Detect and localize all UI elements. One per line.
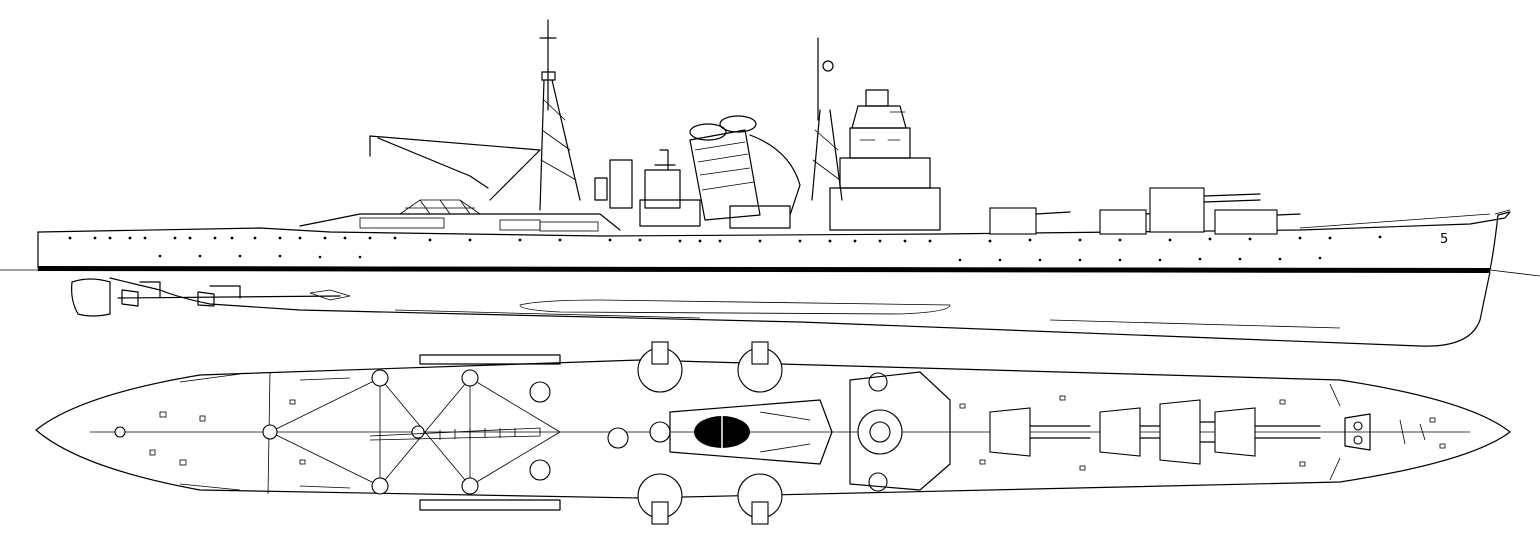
turret-no4 [1214,209,1301,235]
funnel-plan [669,399,833,465]
deck-trusses [269,377,561,489]
portholes-lower [158,254,1322,262]
underwater-line [394,309,1341,329]
bow-deck [1299,209,1511,229]
portholes-upper [68,235,1382,243]
plan-hull-outline [35,359,1511,499]
plan-turret-no2 [1099,407,1161,457]
aircraft-rail [369,427,541,441]
secondary-sponsons [637,341,783,525]
rudder [71,278,111,317]
foremast [811,37,843,201]
turret-no1 [989,207,1071,235]
propeller-shafts [117,281,351,307]
crane [369,135,541,201]
deck-truss [399,199,481,215]
bridge-plan [849,371,951,491]
plan-turret-no4 [1214,407,1321,457]
waterline-right [1489,269,1540,277]
hull-number-mark: 5 [1440,232,1448,247]
catapults [419,354,561,511]
plan-view [35,341,1511,525]
midship-structures [594,149,791,229]
profile-view: 5 [0,19,1540,347]
breakwater [1329,383,1341,481]
turret-no3 [1149,187,1261,233]
truss-nodes [114,369,479,495]
plan-turret-no1 [989,407,1091,457]
boot-topping [38,266,1490,273]
deck-fittings [149,395,1446,471]
stern-rails [179,371,271,495]
boat-cradles [359,217,599,232]
hull-upper [37,211,1511,271]
plan-turret-no3 [1159,399,1216,465]
mainmast [539,19,581,211]
bridge-tower [829,89,941,231]
funnels [689,115,801,221]
bilge-keel [519,299,951,315]
forecastle-fittings [1344,413,1426,451]
hull-lower [109,271,1491,347]
